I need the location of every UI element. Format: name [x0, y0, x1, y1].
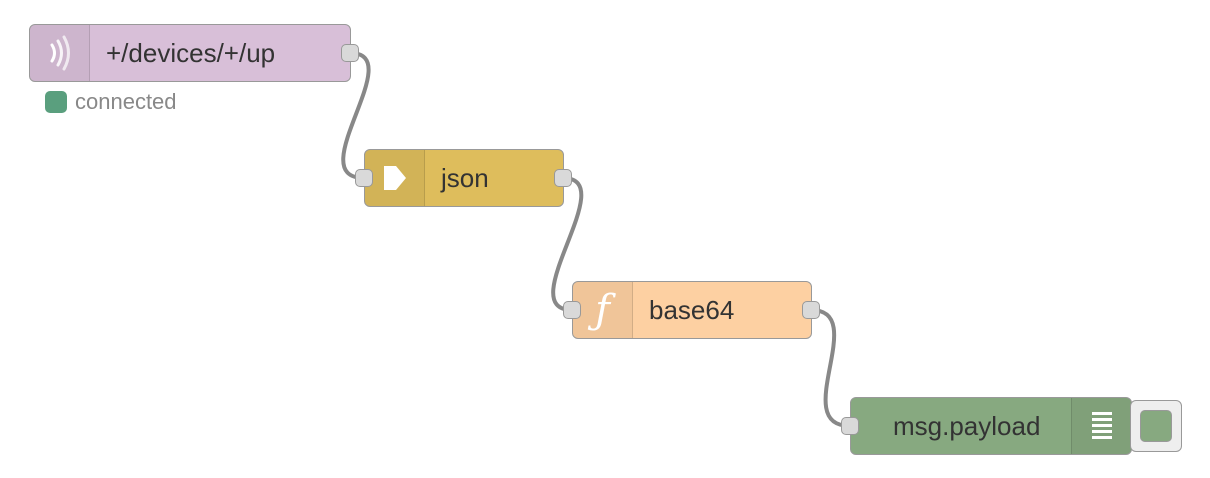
function-label: base64 — [649, 294, 735, 325]
debug-label: msg.payload — [893, 410, 1041, 441]
debug-toggle-indicator — [1140, 410, 1172, 442]
debug-icon — [1071, 398, 1131, 454]
mqtt-status: connected — [45, 89, 177, 115]
mqtt-in-node[interactable]: +/devices/+/up — [29, 24, 351, 82]
function-output-port[interactable] — [802, 301, 820, 319]
function-node[interactable]: ƒ base64 — [572, 281, 812, 339]
debug-toggle-button[interactable] — [1130, 400, 1182, 452]
mqtt-in-label: +/devices/+/up — [106, 37, 276, 68]
bridge-icon — [30, 25, 90, 81]
json-input-port[interactable] — [355, 169, 373, 187]
status-text: connected — [75, 89, 177, 114]
json-node[interactable]: json — [364, 149, 564, 207]
mqtt-in-output-port[interactable] — [341, 44, 359, 62]
wire-json-to-function[interactable] — [551, 176, 584, 312]
json-output-port[interactable] — [554, 169, 572, 187]
function-input-port[interactable] — [563, 301, 581, 319]
status-indicator — [45, 91, 67, 113]
wire-mqtt-to-json[interactable] — [341, 51, 371, 180]
arrow-in-icon — [365, 150, 425, 206]
debug-node[interactable]: msg.payload — [850, 397, 1132, 455]
debug-input-port[interactable] — [841, 417, 859, 435]
json-label: json — [441, 162, 489, 193]
function-icon: ƒ — [573, 282, 633, 338]
wire-function-to-debug[interactable] — [809, 308, 852, 428]
